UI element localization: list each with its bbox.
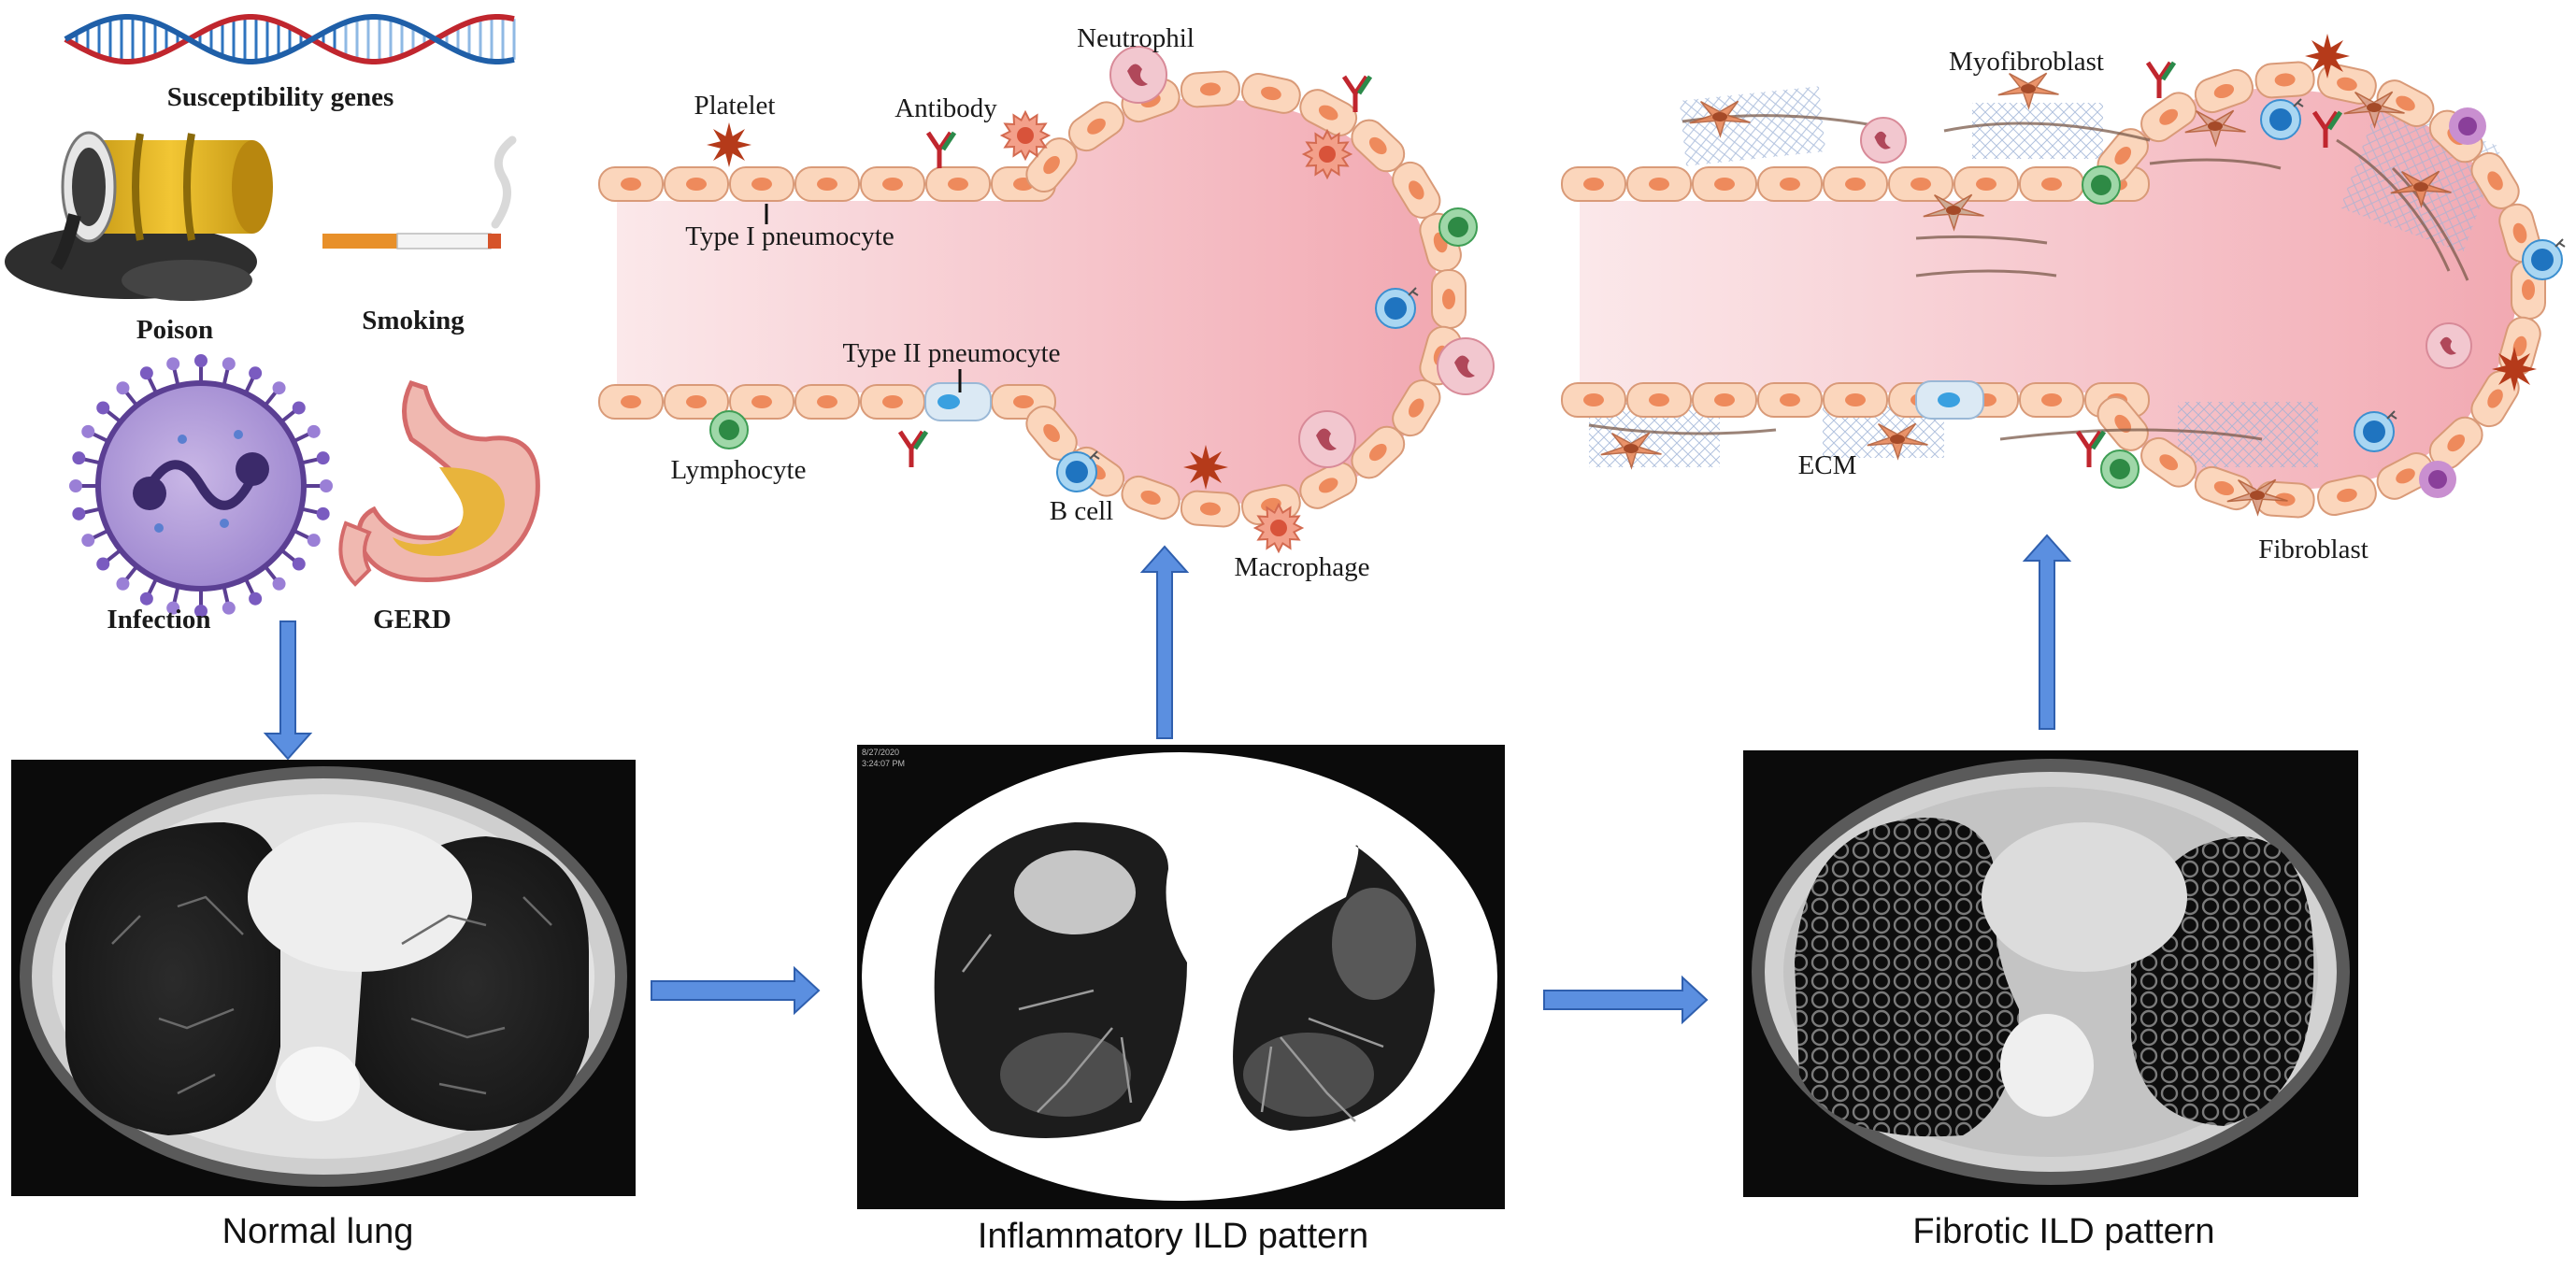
b-cell-icon (1056, 450, 1100, 492)
fibrotic-right-lung-honeycomb (1795, 818, 2019, 1137)
ground-glass-opacity (1014, 850, 1136, 934)
b-cell-icon (2522, 238, 2566, 280)
arrow-right-inflammatory-to-fibrotic (1543, 975, 1709, 1025)
b-cell-icon (2260, 98, 2304, 140)
antibody-label: Antibody (894, 93, 997, 123)
neutrophil-icon (1109, 46, 1167, 104)
platelet-icon (707, 122, 751, 167)
type2-pneumocyte-label: Type II pneumocyte (842, 338, 1060, 368)
platelet-icon (2492, 347, 2537, 392)
b-cell-icon (1375, 287, 1419, 329)
b-cell-label: B cell (1050, 496, 1113, 526)
inflammatory-lumen (617, 98, 1439, 504)
platelet-icon (2305, 34, 2350, 78)
fibroblast-label: Fibroblast (2258, 535, 2368, 564)
lymphocyte-icon (1438, 207, 1478, 247)
myofibroblast-label: Myofibroblast (1949, 47, 2104, 77)
inflammatory-caption: Inflammatory ILD pattern (978, 1217, 1368, 1256)
platelet-label: Platelet (694, 91, 776, 121)
antibody-icon (925, 131, 957, 168)
virus-icon (69, 354, 333, 618)
arrow-up-inflammatory-ct-to-alveolus (1139, 545, 1190, 739)
ct-inflammatory-lung: 8/27/2020 3:24:07 PM (857, 745, 1505, 1209)
antibody-icon (897, 430, 929, 467)
risk-factors-panel: Susceptibility genes Poison Smoking (5, 14, 540, 634)
arrow-down-risk-to-normal (263, 620, 313, 761)
ct-normal-lung (11, 760, 636, 1196)
antibody-icon (2145, 61, 2177, 98)
poison-label: Poison (136, 315, 213, 345)
fibrotic-epithelium (1561, 61, 2546, 519)
smoking-label: Smoking (362, 306, 465, 335)
poison-barrel-icon (5, 131, 273, 301)
macrophage-label: Macrophage (1235, 552, 1370, 582)
inflammatory-alveolus: Platelet Antibody Neutrophil Type I pneu… (598, 23, 1495, 582)
neutrophil-icon (1437, 337, 1495, 395)
dna-helix-icon (64, 14, 516, 64)
macrophage-icon (999, 109, 1052, 162)
b-cell-icon (2354, 410, 2397, 452)
macrophage-icon (1301, 128, 1353, 180)
neutrophil-icon (1298, 410, 1356, 468)
normal-right-lung (65, 822, 280, 1135)
ct-time-stamp: 3:24:07 PM (862, 759, 905, 768)
platelet-icon (1183, 445, 1228, 490)
lymphocyte-icon (2082, 165, 2121, 205)
type1-pneumocyte-label: Type I pneumocyte (685, 221, 894, 251)
infection-label: Infection (107, 605, 210, 634)
neutrophil-icon (2426, 322, 2472, 369)
antibody-icon (2311, 110, 2343, 148)
arrow-right-normal-to-inflammatory (651, 965, 821, 1016)
normal-lung-caption: Normal lung (222, 1212, 414, 1251)
antibody-icon (2075, 430, 2107, 467)
fibrotic-caption: Fibrotic ILD pattern (1912, 1212, 2214, 1251)
susceptibility-genes-label: Susceptibility genes (167, 82, 394, 112)
eosinophil-icon (2449, 107, 2486, 145)
cigarette-icon (322, 135, 517, 250)
arrow-up-fibrotic-ct-to-alveolus (2022, 534, 2072, 730)
neutrophil-label: Neutrophil (1077, 23, 1195, 53)
ct-fibrotic-lung (1743, 750, 2358, 1197)
lymphocyte-label: Lymphocyte (671, 455, 807, 485)
neutrophil-icon (1860, 117, 1907, 164)
fibrotic-alveolus: Myofibroblast ECM Fibroblast (1561, 34, 2566, 564)
ct-date-stamp: 8/27/2020 (862, 748, 899, 757)
macrophage-icon (1252, 502, 1305, 554)
fibroblast-cluster (1600, 72, 2452, 517)
eosinophil-icon (2419, 461, 2456, 498)
flow-arrows (263, 534, 2072, 1025)
stomach-icon (338, 379, 540, 587)
lymphocyte-icon (709, 410, 749, 449)
gerd-label: GERD (373, 605, 451, 634)
ecm-label: ECM (1798, 450, 1857, 480)
antibody-icon (1341, 75, 1373, 112)
lymphocyte-icon (2100, 449, 2140, 489)
